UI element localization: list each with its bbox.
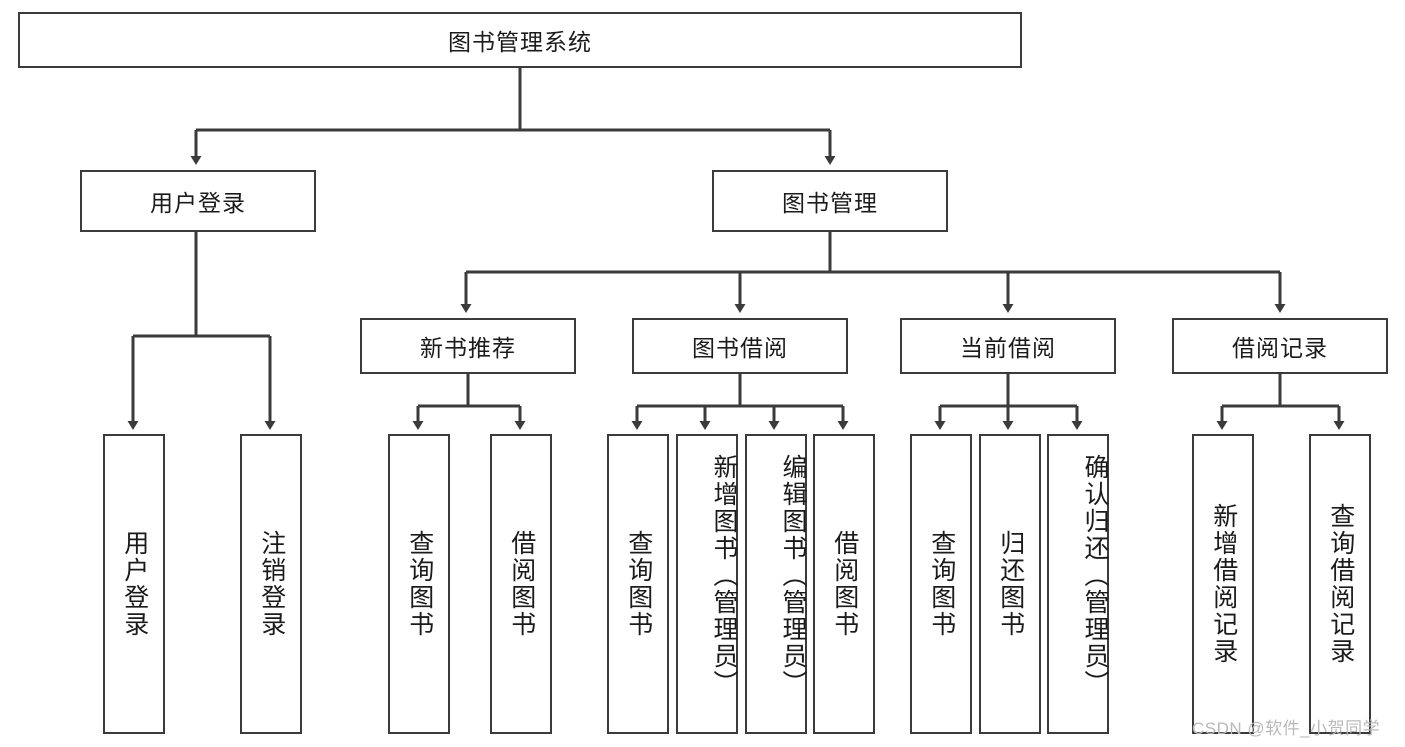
node-book-borrow[interactable]: 图书借阅 [632,318,848,374]
node-user-login[interactable]: 用户登录 [80,170,316,232]
leaf-borrow-edit-book-admin[interactable]: 编辑图书（管理员） [745,434,807,734]
node-book-management[interactable]: 图书管理 [712,170,948,232]
leaf-recommend-borrow-book[interactable]: 借阅图书 [490,434,552,734]
leaf-record-add-record[interactable]: 新增借阅记录 [1192,434,1254,734]
node-new-book-recommend[interactable]: 新书推荐 [360,318,576,374]
leaf-user-login-login[interactable]: 用户登录 [103,434,165,734]
leaf-current-return-book[interactable]: 归还图书 [979,434,1041,734]
leaf-borrow-borrow-book[interactable]: 借阅图书 [813,434,875,734]
node-root-system[interactable]: 图书管理系统 [18,12,1022,68]
leaf-borrow-add-book-admin[interactable]: 新增图书（管理员） [676,434,738,734]
leaf-current-query-book[interactable]: 查询图书 [910,434,972,734]
leaf-record-query-record[interactable]: 查询借阅记录 [1309,434,1371,734]
leaf-borrow-query-book[interactable]: 查询图书 [607,434,669,734]
node-borrow-record[interactable]: 借阅记录 [1172,318,1388,374]
node-current-borrow[interactable]: 当前借阅 [900,318,1116,374]
leaf-current-confirm-return-admin[interactable]: 确认归还（管理员） [1047,434,1109,734]
watermark-text: CSDN @软件_小贺同学 [1192,719,1381,738]
leaf-recommend-query-book[interactable]: 查询图书 [388,434,450,734]
leaf-user-login-logout[interactable]: 注销登录 [240,434,302,734]
